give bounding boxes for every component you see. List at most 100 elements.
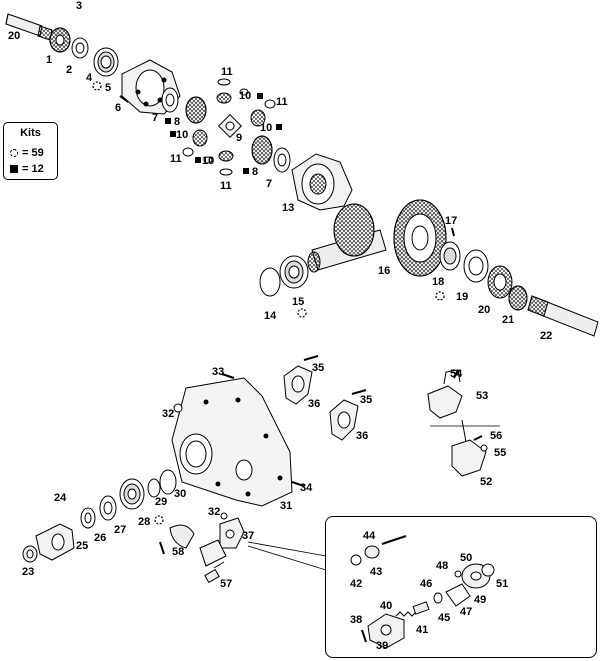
pinion-gear-left: [182, 129, 208, 157]
callout-58: 58: [172, 546, 185, 558]
detail-inset-frame: [325, 516, 597, 658]
callout-18: 18: [432, 276, 445, 288]
callout-56: 56: [490, 430, 503, 442]
callout-10b: 10: [202, 155, 215, 167]
pin-54: [453, 369, 459, 379]
differential-case-13: [291, 153, 353, 211]
yoke-24: [35, 523, 75, 561]
callout-52: 52: [480, 476, 493, 488]
screw-58: [159, 541, 165, 555]
bearing-cap-36a: [283, 365, 313, 405]
sleeve-21: [508, 285, 528, 311]
callout-11b: 11: [220, 180, 232, 192]
inset-bolt-48: [454, 570, 462, 578]
leader-line-a: [247, 541, 327, 557]
callout-25: 25: [76, 540, 89, 552]
deflector-cover: [169, 524, 195, 549]
callout-30: 30: [174, 488, 187, 500]
inset-bolt-44: [381, 535, 407, 545]
plug-32a: [173, 403, 183, 413]
side-gear-8b: [251, 135, 273, 165]
kits-legend-title: Kits: [20, 127, 41, 139]
callout-3: 3: [76, 0, 83, 12]
callout-36a: 36: [308, 398, 321, 410]
sensor-57: [204, 561, 225, 584]
ring-gear-16: [393, 199, 447, 277]
callout-53: 53: [476, 390, 489, 402]
callout-10c: 10: [239, 90, 252, 102]
collar-19: [463, 249, 489, 283]
callout-43: 43: [370, 566, 383, 578]
bearing-15: [279, 255, 309, 289]
callout-1: 1: [46, 54, 53, 66]
pinion-shaft-16: [307, 203, 387, 273]
pinion-cross: [217, 113, 243, 139]
callout-24: 24: [54, 492, 67, 504]
callout-9: 9: [236, 132, 243, 144]
callout-29: 29: [155, 496, 168, 508]
bearing-cap-36b: [329, 399, 359, 441]
callout-46: 46: [420, 578, 433, 590]
callout-39: 39: [376, 640, 389, 652]
callout-37: 37: [242, 530, 255, 542]
callout-34: 34: [300, 482, 313, 494]
gearbox-housing: [171, 377, 293, 507]
bolt-55-56: [473, 435, 488, 452]
shift-fork-part: [199, 539, 227, 567]
bolt-6: [119, 95, 129, 103]
clutch-ring-20: [487, 265, 513, 299]
callout-19: 19: [456, 291, 469, 303]
shift-fork-53: [427, 369, 463, 419]
inset-gasket-47: [445, 583, 471, 607]
kits-legend: Kits = 59 = 12: [3, 122, 58, 180]
callout-33: 33: [212, 366, 225, 378]
bolt-35a: [303, 355, 319, 361]
shim-14: [259, 267, 281, 297]
callout-28: 28: [138, 516, 151, 528]
callout-40: 40: [380, 600, 393, 612]
callout-26: 26: [94, 532, 107, 544]
callout-6: 6: [115, 102, 122, 114]
kits-row-59: = 59: [10, 147, 44, 159]
kits-row-12: = 12: [10, 163, 44, 175]
callout-11c: 11: [221, 66, 233, 78]
callout-35b: 35: [360, 394, 373, 406]
callout-13: 13: [282, 202, 295, 214]
callout-11a: 11: [170, 153, 182, 165]
inset-plunger-45-46: [412, 592, 443, 615]
spacer-26: [99, 495, 117, 521]
nut-23: [22, 545, 38, 563]
thrust-washer-7b: [273, 147, 291, 173]
washer-29: [147, 478, 161, 498]
callout-14: 14: [264, 310, 277, 322]
shift-fork-52: [451, 419, 487, 477]
pin-17: [451, 227, 455, 237]
callout-49: 49: [474, 594, 487, 606]
callout-35a: 35: [312, 362, 325, 374]
callout-16: 16: [378, 265, 391, 277]
callout-5: 5: [105, 82, 112, 94]
kit-markers: [92, 81, 445, 525]
bearing-left: [93, 47, 119, 77]
callout-22b: 22: [540, 330, 553, 342]
callout-48: 48: [436, 560, 449, 572]
side-gear-left: [49, 27, 71, 53]
callout-20: 20: [478, 304, 491, 316]
callout-32a: 32: [162, 408, 175, 420]
cover-37: [219, 517, 245, 549]
callout-50: 50: [460, 552, 473, 564]
side-gear-8a: [185, 96, 207, 124]
filled-square-icon: [10, 165, 18, 173]
thrust-washer-left: [71, 37, 89, 59]
leader-line-b: [247, 545, 327, 571]
callout-27: 27: [114, 524, 127, 536]
kits-row-12-text: = 12: [22, 163, 44, 175]
callout-10a: 10: [176, 129, 189, 141]
callout-47: 47: [460, 606, 473, 618]
callout-55: 55: [494, 447, 507, 459]
callout-23: 23: [22, 566, 35, 578]
callout-21: 21: [502, 314, 515, 326]
pinion-gear-bottom: [203, 150, 234, 176]
